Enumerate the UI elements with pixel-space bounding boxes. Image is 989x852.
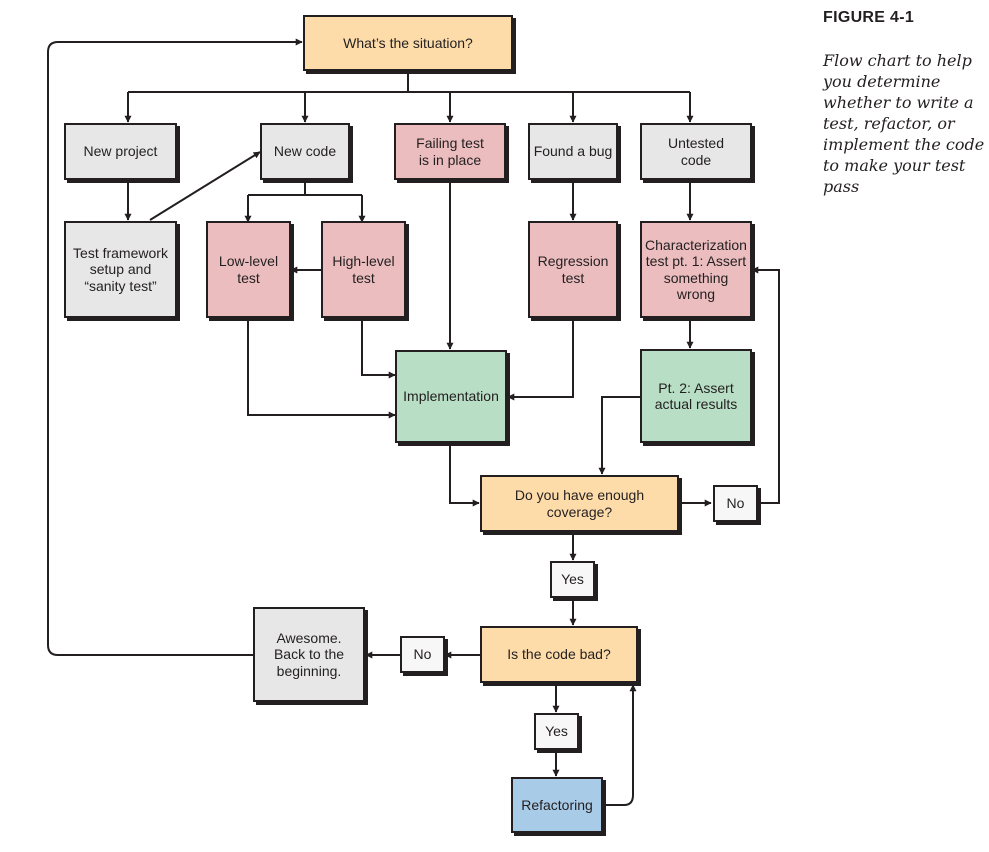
arrow-framework-to-new-code (149, 151, 261, 221)
characterization-test-box: Characterization test pt. 1: Assert some… (640, 221, 752, 318)
new-code-box: New code (260, 123, 350, 180)
arrow-pt2-to-coverage (598, 396, 640, 475)
untested-code-box: Untested code (640, 123, 752, 180)
low-level-test-box: Low-level test (206, 221, 291, 318)
awesome-box: Awesome. Back to the beginning. (253, 607, 365, 702)
arrow-refactoring-to-code-bad (603, 684, 637, 806)
arrow-regression-to-impl (507, 318, 574, 401)
found-bug-box: Found a bug (528, 123, 618, 180)
arrow-impl-to-coverage (449, 443, 480, 507)
figure-caption: Flow chart to help you determine whether… (823, 51, 985, 196)
coverage-question-box: Do you have enough coverage? (480, 475, 679, 532)
new-project-box: New project (64, 123, 177, 180)
arrow-low-to-impl (247, 318, 396, 419)
code-bad-no-label: No (400, 636, 445, 673)
coverage-yes-label: Yes (550, 561, 595, 598)
implementation-box: Implementation (395, 350, 507, 443)
test-framework-box: Test framework setup and “sanity test” (64, 221, 177, 318)
arrow-high-to-impl (361, 318, 396, 379)
code-bad-question-box: Is the code bad? (480, 626, 638, 683)
refactoring-box: Refactoring (511, 777, 603, 833)
situation-box: What’s the situation? (303, 15, 513, 71)
arrow-no-to-char (751, 266, 780, 504)
failing-test-box: Failing test is in place (394, 123, 506, 180)
code-bad-yes-label: Yes (534, 713, 579, 750)
arrow-awesome-to-start (47, 38, 303, 656)
high-level-test-box: High-level test (321, 221, 406, 318)
regression-test-box: Regression test (528, 221, 618, 318)
assert-actual-results-box: Pt. 2: Assert actual results (640, 349, 752, 443)
coverage-no-label: No (713, 485, 758, 522)
arrow-new-code-split (248, 180, 362, 196)
figure-label: FIGURE 4-1 (823, 9, 915, 26)
